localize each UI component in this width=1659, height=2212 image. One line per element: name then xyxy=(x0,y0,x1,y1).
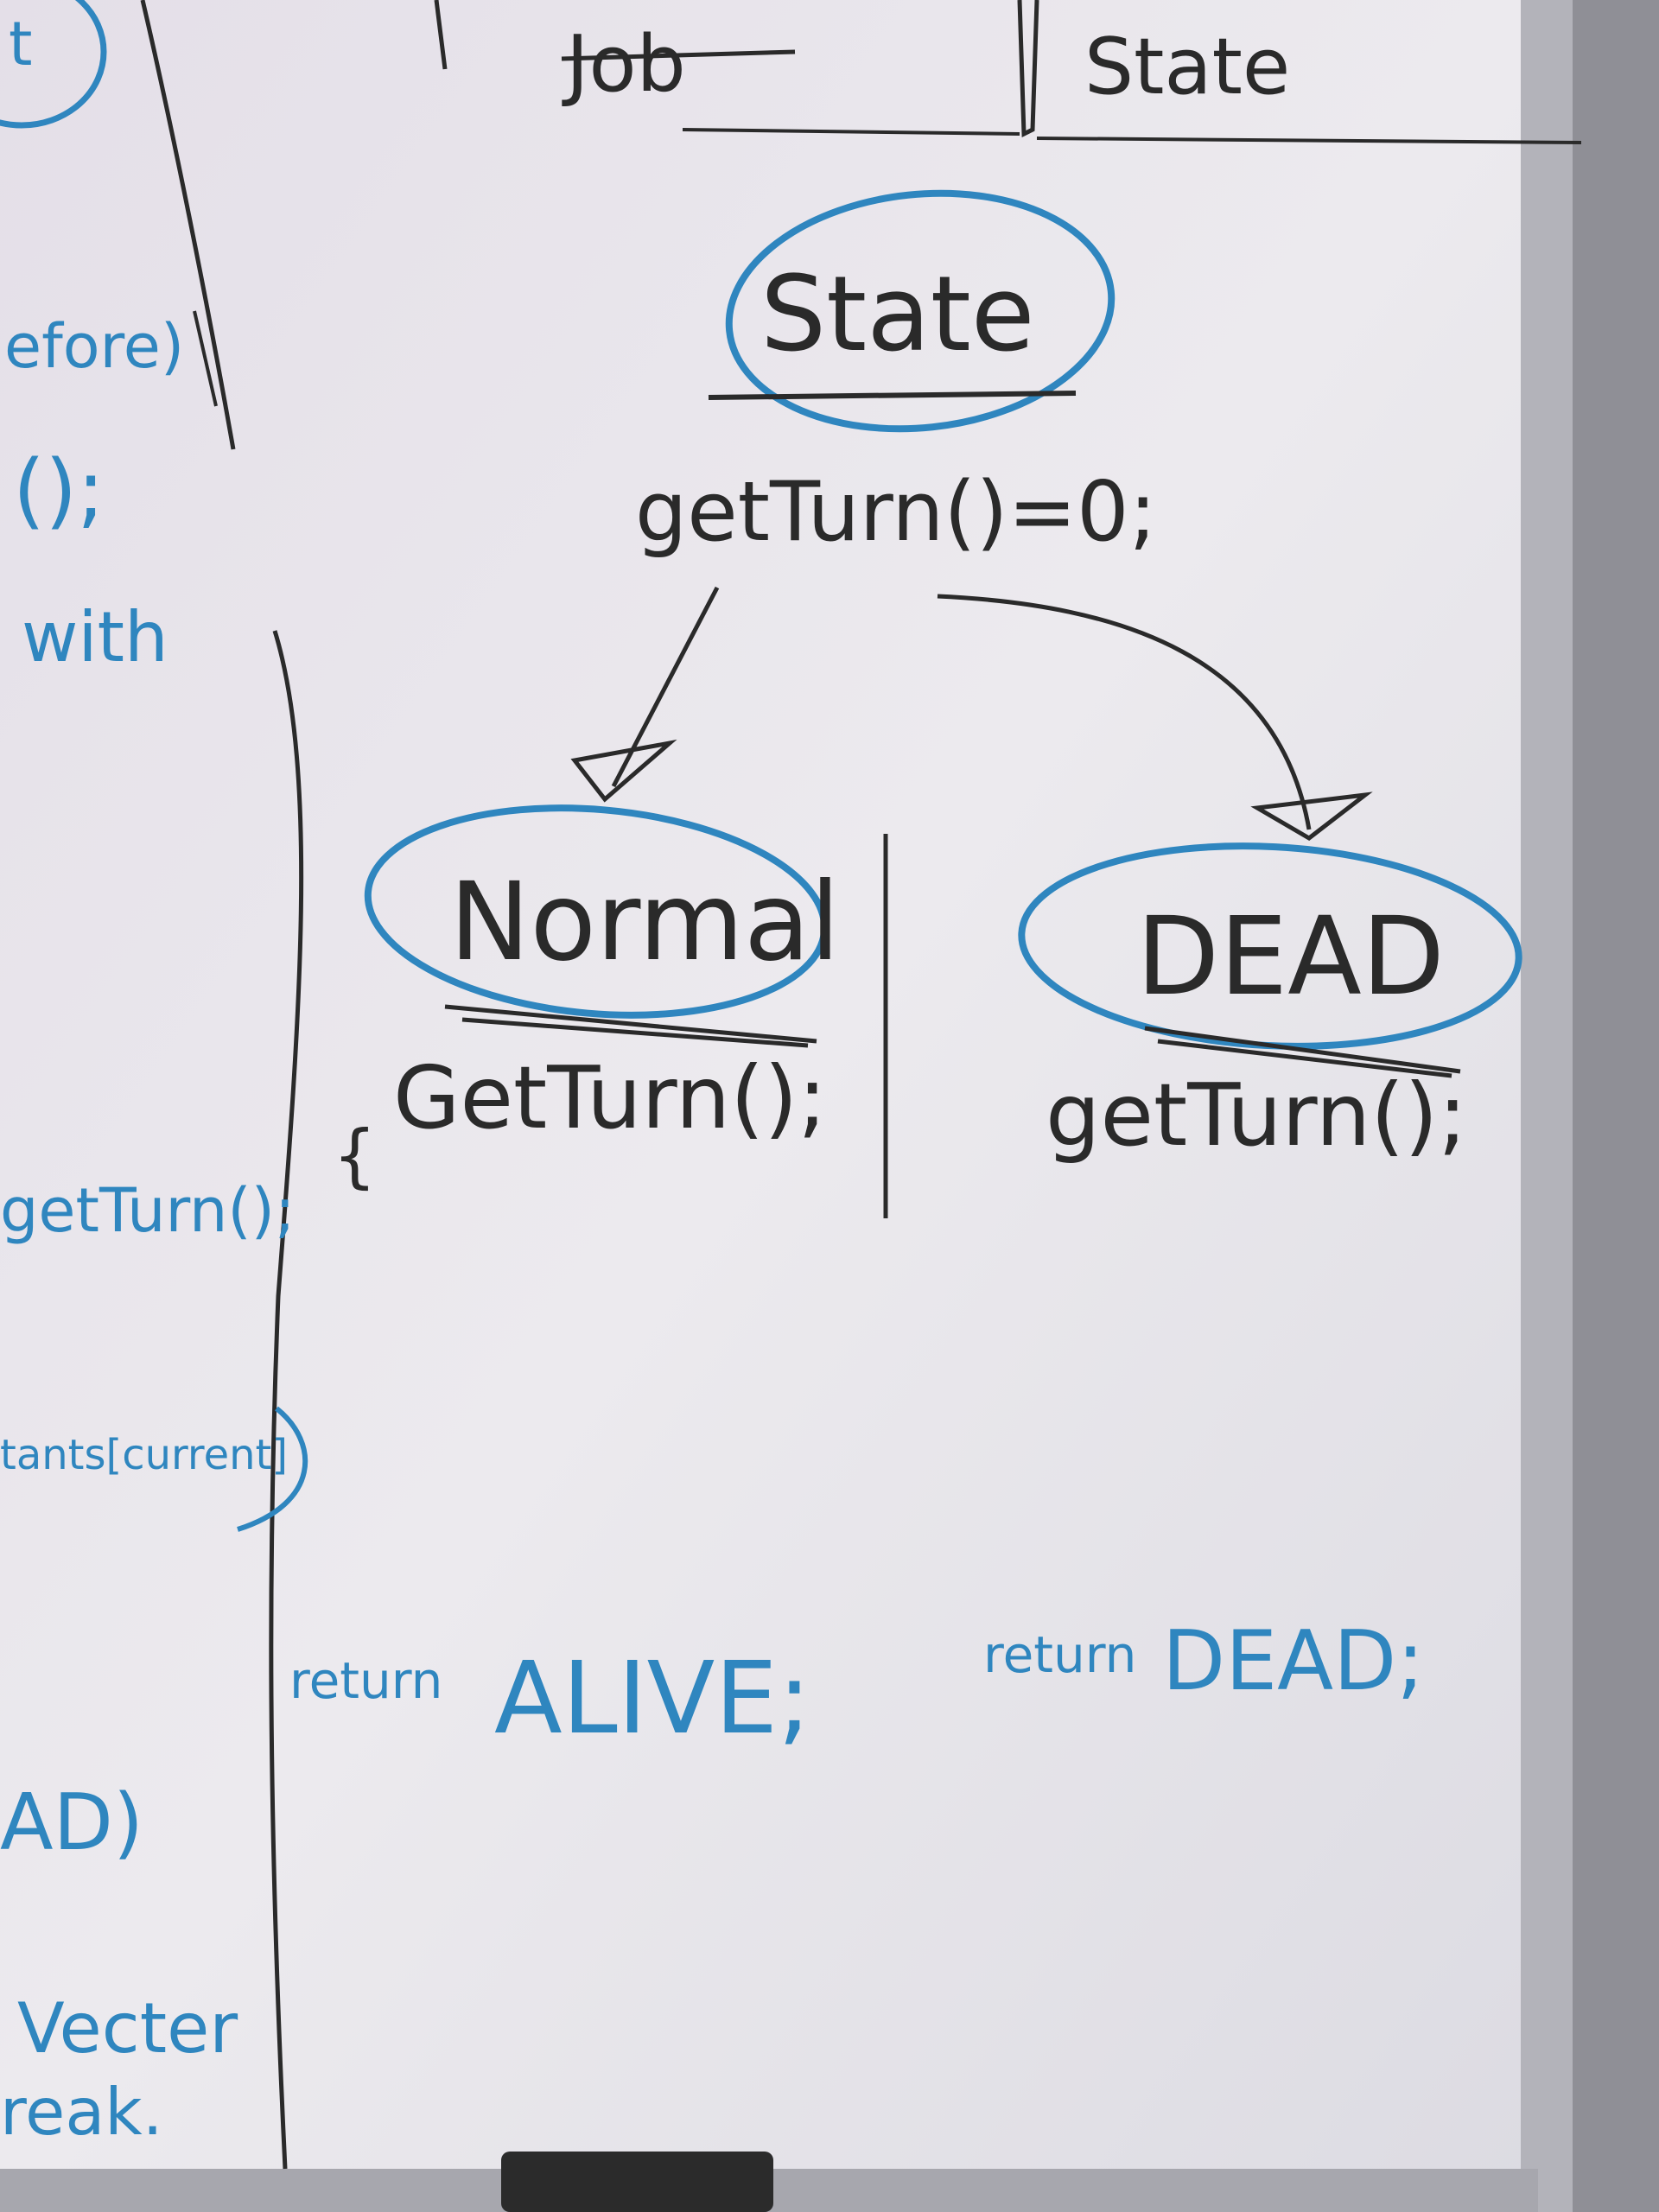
left-fragment-3: (); xyxy=(13,443,105,538)
dead-class-label: DEAD xyxy=(1136,894,1445,1020)
state-class-label: State xyxy=(760,255,1035,375)
header-divider xyxy=(1017,0,1039,137)
header-col-state: State xyxy=(1084,22,1290,112)
normal-open-brace: { xyxy=(333,1116,377,1196)
board-frame-right xyxy=(1521,0,1573,2212)
normal-method-label: GetTurn(); xyxy=(393,1047,827,1148)
eraser xyxy=(501,2152,773,2212)
right-return-keyword: return xyxy=(983,1625,1136,1684)
left-fragment-9: reak. xyxy=(0,2074,163,2150)
header-underline xyxy=(682,128,1582,144)
left-divider-line xyxy=(140,0,236,450)
left-fragment-5: getTurn(); xyxy=(0,1175,296,1246)
normal-oval xyxy=(364,804,829,1019)
left-return-keyword: return xyxy=(289,1651,442,1710)
state-underline xyxy=(708,391,1077,400)
dead-underline xyxy=(1144,1026,1461,1078)
header-col-job: Job xyxy=(562,19,686,110)
left-bracket-1 xyxy=(193,310,218,407)
arrow-to-normal xyxy=(570,586,720,803)
dead-method-label: getTurn(); xyxy=(1046,1065,1467,1166)
left-fragment-8: Vecter xyxy=(17,1988,238,2069)
top-left-blue-circle xyxy=(0,0,107,129)
arrow-to-dead xyxy=(937,594,1373,842)
normal-class-label: Normal xyxy=(449,860,840,985)
left-return-value: ALIVE; xyxy=(494,1641,811,1757)
left-fragment-6: tants[current] xyxy=(0,1431,288,1479)
left-fragment-4: with xyxy=(22,597,168,677)
left-fragment-2: efore) xyxy=(4,311,184,382)
whiteboard-surface xyxy=(0,0,1538,2186)
header-left-tick xyxy=(434,0,448,70)
right-return-value: DEAD; xyxy=(1162,1614,1424,1709)
normal-underline xyxy=(444,1004,817,1048)
state-method-label: getTurn()=0; xyxy=(635,465,1157,560)
main-divider-line xyxy=(269,630,304,2170)
job-strikethrough xyxy=(561,49,796,61)
left-fragment-1: t xyxy=(9,9,32,79)
left-blue-paren xyxy=(237,1406,308,1532)
left-fragment-7: AD) xyxy=(0,1777,143,1868)
state-oval xyxy=(725,189,1116,433)
